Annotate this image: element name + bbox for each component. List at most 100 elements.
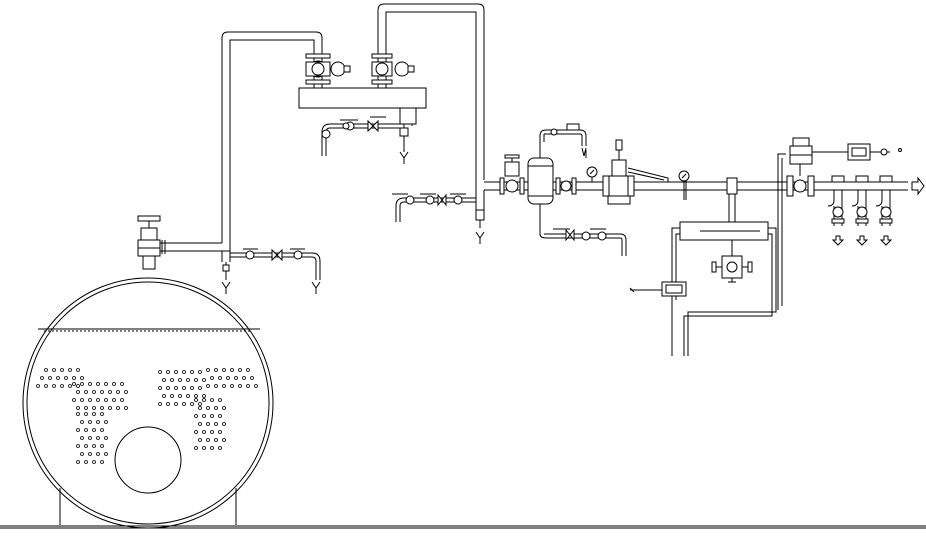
tube-hole bbox=[202, 446, 206, 450]
tube-hole bbox=[222, 406, 226, 410]
tube-hole bbox=[112, 382, 116, 386]
tube-hole bbox=[226, 376, 230, 380]
tube-hole bbox=[96, 452, 100, 456]
tube-hole bbox=[92, 444, 96, 448]
tube-hole bbox=[194, 394, 198, 398]
tube-hole bbox=[210, 430, 214, 434]
tube-hole bbox=[206, 384, 210, 388]
tube-hole bbox=[166, 402, 170, 406]
tube-hole bbox=[88, 382, 92, 386]
tube-hole bbox=[72, 382, 76, 386]
tube-hole bbox=[218, 398, 222, 402]
tube-hole bbox=[36, 384, 40, 388]
tube-hole bbox=[100, 390, 104, 394]
tube-hole bbox=[108, 390, 112, 394]
tube-hole bbox=[210, 376, 214, 380]
tube-hole bbox=[92, 390, 96, 394]
branch-outlet-2 bbox=[851, 175, 869, 246]
tube-hole bbox=[92, 460, 96, 464]
tube-hole bbox=[76, 390, 80, 394]
tube-hole bbox=[104, 398, 108, 402]
tube-hole bbox=[178, 394, 182, 398]
tube-hole bbox=[84, 428, 88, 432]
tube-hole bbox=[218, 446, 222, 450]
tube-hole bbox=[76, 384, 80, 388]
tube-hole bbox=[120, 398, 124, 402]
tube-hole bbox=[84, 460, 88, 464]
tube-hole bbox=[64, 376, 68, 380]
tube-hole bbox=[234, 376, 238, 380]
tube-hole bbox=[88, 452, 92, 456]
tube-hole bbox=[170, 394, 174, 398]
tube-hole bbox=[48, 376, 52, 380]
tube-hole bbox=[124, 390, 128, 394]
branch-outlets bbox=[827, 175, 893, 246]
tube-hole bbox=[186, 378, 190, 382]
tube-hole bbox=[198, 422, 202, 426]
tube-hole bbox=[250, 376, 254, 380]
tube-hole bbox=[40, 376, 44, 380]
separator-inlet-valve bbox=[499, 154, 525, 195]
tube-hole bbox=[214, 438, 218, 442]
tube-hole bbox=[202, 398, 206, 402]
tube-hole bbox=[198, 386, 202, 390]
tube-hole bbox=[76, 412, 80, 416]
boiler bbox=[0, 277, 926, 529]
tube-hole bbox=[158, 402, 162, 406]
branch-outlet-3 bbox=[875, 175, 893, 246]
tube-hole bbox=[230, 368, 234, 372]
tube-hole bbox=[68, 384, 72, 388]
tube-hole bbox=[174, 386, 178, 390]
steam-separator bbox=[527, 123, 627, 256]
tube-hole bbox=[194, 430, 198, 434]
tube-hole bbox=[202, 414, 206, 418]
pressure-gauge-2 bbox=[678, 170, 690, 200]
tube-hole bbox=[182, 370, 186, 374]
tube-hole bbox=[194, 378, 198, 382]
tube-hole bbox=[104, 420, 108, 424]
tube-hole bbox=[76, 368, 80, 372]
tube-hole bbox=[198, 370, 202, 374]
tube-hole bbox=[254, 384, 258, 388]
tube-hole bbox=[100, 444, 104, 448]
tube-hole bbox=[162, 378, 166, 382]
tube-hole bbox=[76, 460, 80, 464]
tube-hole bbox=[120, 382, 124, 386]
tube-hole bbox=[202, 430, 206, 434]
tube-hole bbox=[92, 428, 96, 432]
riser2-drain bbox=[392, 180, 485, 244]
tube-hole bbox=[166, 386, 170, 390]
tube-hole bbox=[210, 398, 214, 402]
tube-hole bbox=[80, 398, 84, 402]
tube-hole bbox=[182, 402, 186, 406]
tube-hole bbox=[174, 402, 178, 406]
tube-hole bbox=[246, 384, 250, 388]
fire-tube-holes bbox=[36, 368, 258, 464]
tube-hole bbox=[88, 436, 92, 440]
tube-hole bbox=[100, 412, 104, 416]
tube-hole bbox=[100, 460, 104, 464]
tube-hole bbox=[84, 406, 88, 410]
tube-hole bbox=[194, 414, 198, 418]
tube-hole bbox=[178, 378, 182, 382]
tube-hole bbox=[80, 376, 84, 380]
tube-hole bbox=[214, 422, 218, 426]
tube-hole bbox=[198, 438, 202, 442]
tube-hole bbox=[170, 378, 174, 382]
branch-outlet-1 bbox=[827, 175, 845, 246]
tube-hole bbox=[80, 382, 84, 386]
tube-hole bbox=[198, 406, 202, 410]
tube-hole bbox=[88, 420, 92, 424]
tube-hole bbox=[84, 444, 88, 448]
tube-hole bbox=[158, 386, 162, 390]
tube-hole bbox=[158, 370, 162, 374]
tube-hole bbox=[84, 412, 88, 416]
tube-hole bbox=[96, 420, 100, 424]
tube-hole bbox=[60, 384, 64, 388]
pressure-reducing-valve bbox=[602, 139, 669, 205]
tube-hole bbox=[104, 382, 108, 386]
tube-hole bbox=[242, 376, 246, 380]
tube-hole bbox=[246, 368, 250, 372]
tube-hole bbox=[198, 402, 202, 406]
